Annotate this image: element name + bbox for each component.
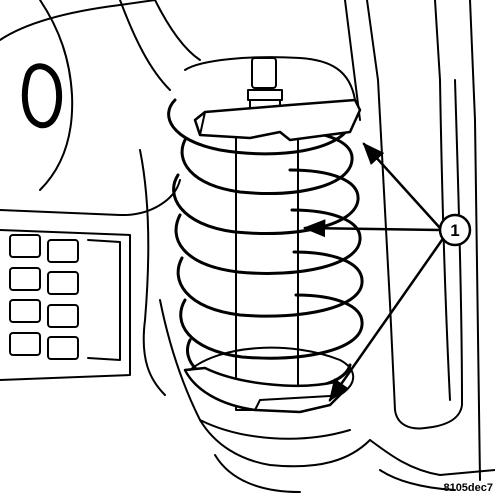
callout-number: 1 xyxy=(450,221,459,240)
frame-structure xyxy=(0,0,201,396)
upper-isolator xyxy=(184,56,362,142)
callout-leaders xyxy=(302,142,444,402)
control-arm xyxy=(159,299,495,493)
figure-code: 8105dec7 xyxy=(443,482,493,494)
callout-circle xyxy=(438,213,472,247)
strut-rod xyxy=(235,57,299,411)
